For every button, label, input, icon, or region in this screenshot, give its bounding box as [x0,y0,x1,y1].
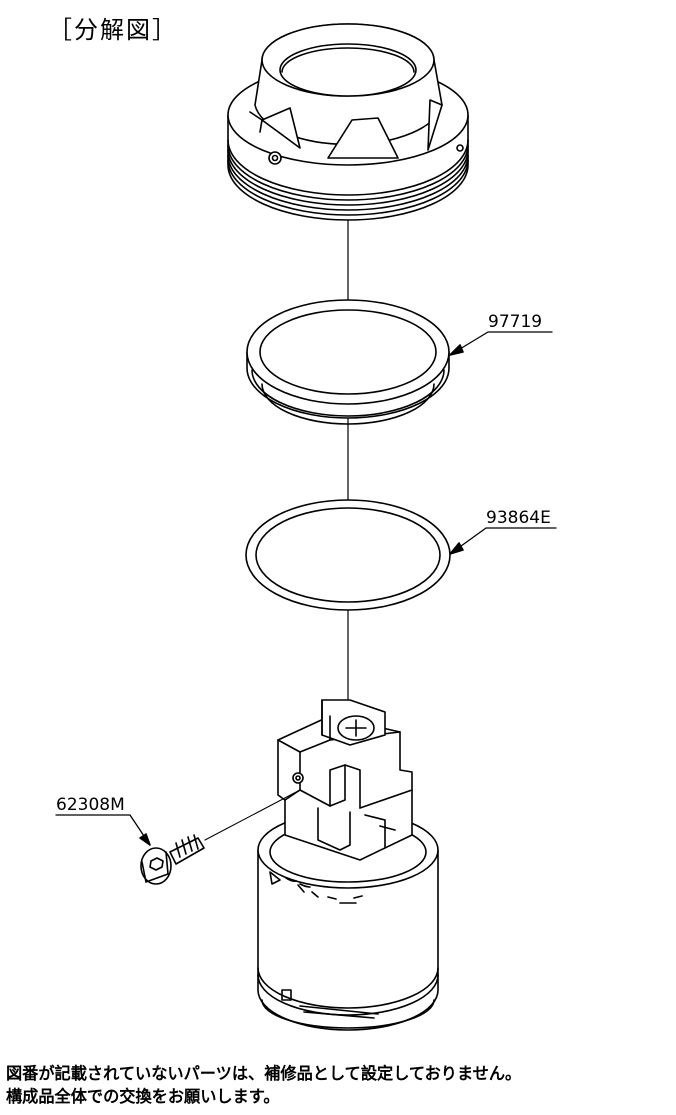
footnote-line-1: 図番が記載されていないパーツは、補修品として設定しておりません。 [6,1064,522,1083]
diagram-title: ［分解図］ [48,16,178,44]
screw-62308m-part [140,789,301,885]
ring-97719-part [246,299,450,425]
ring-93864e-part [245,499,451,611]
label-93864e: 93864E [486,508,551,528]
label-93864e-group: 93864E [449,508,557,555]
label-97719: 97719 [488,312,542,332]
exploded-view-diagram: 97719 93864E 62308M [55,23,557,1031]
label-62308m: 62308M [56,795,125,815]
screw-leader-line [204,789,301,841]
footnote-block: 図番が記載されていないパーツは、補修品として設定しておりません。 構成品全体での… [6,1062,672,1108]
cap-nut-part [227,23,469,221]
cartridge-part [257,699,439,1031]
footnote-line-2: 構成品全体での交換をお願いします。 [6,1087,280,1106]
label-97719-group: 97719 [449,312,553,356]
label-62308m-group: 62308M [55,795,151,846]
